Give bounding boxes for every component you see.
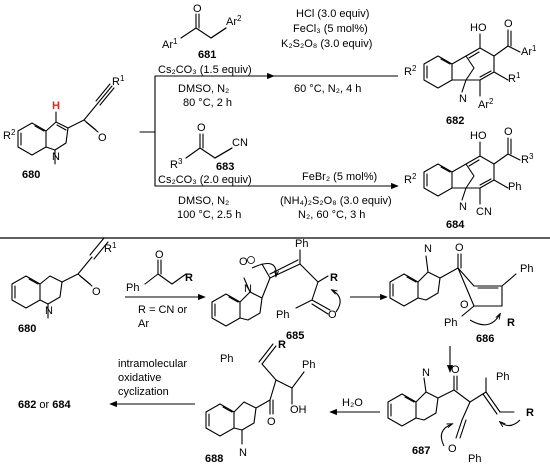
condition-top-solvent: DMSO, N₂ — [178, 83, 229, 95]
condition-bottom-solvent: DMSO, N₂ — [178, 195, 229, 207]
o-atom-685: O — [328, 309, 337, 321]
ar2-label-681: Ar2 — [226, 14, 242, 28]
reagent-681: O Ar1 Ar2 681 — [162, 3, 242, 61]
ph-label-686b: Ph — [444, 317, 457, 329]
reagent-683: O R3 CN 683 — [170, 122, 248, 173]
r3-label-684: R3 — [521, 152, 534, 166]
o-atom-688: O — [267, 416, 276, 428]
n-atom-688: N — [239, 447, 247, 459]
compound-number-684: 684 — [446, 219, 465, 231]
o-atom-684: O — [504, 126, 513, 138]
ph-label-685b: Ph — [276, 309, 289, 321]
ph-label-688a: Ph — [220, 353, 233, 365]
r2-label-684: R2 — [404, 172, 417, 186]
r1-label-680m: R1 — [104, 241, 117, 255]
compound-number-682: 682 — [446, 115, 464, 127]
ph-label-687a: Ph — [496, 371, 509, 383]
condition-top-r4: 60 °C, N₂, 4 h — [294, 83, 361, 95]
final-products: 682 or 684 — [18, 399, 72, 411]
n-atom-684: N — [459, 201, 467, 213]
ph-label-686a: Ph — [520, 263, 533, 275]
compound-number-681: 681 — [198, 49, 216, 61]
compound-688: O Ph Ph OH R N 688 — [205, 339, 315, 465]
n-atom-682: N — [459, 93, 467, 105]
n-atom-685: N — [244, 283, 252, 295]
ph-label-687b: Ph — [468, 453, 481, 465]
compound-685: O Ph Ph R O N 685 — [211, 238, 341, 342]
oh-label-682: HO — [470, 22, 487, 34]
o-minus-label-685: O — [239, 256, 248, 268]
condition-bottom-base: Cs₂CO₃ (2.0 equiv) — [158, 174, 252, 186]
o-atom-683: O — [197, 122, 206, 134]
condition-top-base: Cs₂CO₃ (1.5 equiv) — [158, 64, 252, 76]
r-label-687: R — [526, 407, 534, 419]
r1-label-682: R1 — [508, 71, 521, 85]
o-atom-reagent: O — [155, 249, 164, 261]
ar2-label-682: Ar2 — [478, 97, 494, 111]
condition-top-r1: HCl (3.0 equiv) — [296, 8, 369, 20]
r-label-688: R — [278, 339, 286, 351]
compound-number-680m: 680 — [18, 323, 36, 335]
compound-number-687: 687 — [412, 445, 430, 457]
n-atom-686: N — [424, 243, 432, 255]
cyclization-text-1: intramolecular — [118, 358, 187, 370]
cyclization-text-3: cyclization — [118, 386, 169, 398]
ph-label-685a: Ph — [295, 238, 308, 250]
r-definition-1: R = CN or — [138, 304, 188, 316]
o-atom-682: O — [504, 18, 513, 30]
reagent-mech: O Ph R — [126, 249, 193, 294]
o-atom-687b: O — [448, 443, 457, 455]
ar1-label-682: Ar1 — [521, 44, 537, 58]
ar1-label-681: Ar1 — [162, 37, 178, 51]
o-atom-681: O — [193, 3, 202, 15]
compound-number-686: 686 — [476, 333, 494, 345]
n-atom-label: N — [52, 151, 60, 163]
compound-686: O Ph O Ph R N 686 — [389, 242, 533, 345]
r3-label-683: R3 — [170, 157, 183, 171]
compound-682: HO O Ar1 R1 Ar2 N R2 682 — [404, 18, 537, 127]
r-label-reagent: R — [185, 272, 193, 284]
cyclization-text-2: oxidative — [118, 372, 161, 384]
o-atom-686: O — [455, 242, 464, 254]
ph-label-684: Ph — [508, 181, 521, 193]
oh-label-686: O — [460, 299, 469, 311]
oh-label-688: OH — [290, 404, 307, 416]
compound-680-top: H N O R1 R2 680 — [3, 74, 125, 181]
compound-number-688: 688 — [205, 453, 223, 465]
cn-label-684: CN — [476, 206, 492, 218]
condition-bottom-temp: 100 °C, 2.5 h — [177, 209, 241, 221]
r-label-685: R — [330, 272, 338, 284]
highlight-h-label: H — [52, 100, 60, 112]
r-definition-2: Ar — [138, 318, 149, 330]
n-atom-680m: N — [45, 305, 53, 317]
branch-bracket — [139, 75, 156, 187]
r1-label: R1 — [112, 74, 125, 88]
compound-number-685: 685 — [286, 330, 304, 342]
cn-label-683: CN — [232, 137, 248, 149]
r-label-686: R — [507, 317, 515, 329]
o-atom-label: O — [98, 132, 107, 144]
compound-number-680: 680 — [22, 169, 40, 181]
condition-top-r3: K₂S₂O₈ (3.0 equiv) — [281, 38, 372, 50]
o-atom-687a: O — [451, 364, 460, 376]
o-atom-680m: O — [92, 286, 101, 298]
compound-680-mech: N O R1 680 — [11, 237, 117, 335]
condition-top-temp: 80 °C, 2 h — [183, 97, 232, 109]
ph-label-688b: Ph — [302, 359, 315, 371]
condition-top-r2: FeCl₃ (5 mol%) — [293, 23, 368, 35]
oh-label-684: HO — [470, 130, 487, 142]
condition-bottom-r2: (NH₄)₂S₂O₈ (3.0 equiv) — [280, 195, 392, 207]
water-label: H₂O — [342, 397, 363, 409]
ph-label-reagent: Ph — [126, 282, 139, 294]
compound-number-683: 683 — [216, 161, 234, 173]
r2-label-682: R2 — [404, 64, 417, 78]
n-atom-687: N — [422, 367, 430, 379]
compound-687: Ph O O Ph R N 687 — [387, 364, 534, 465]
r2-label: R2 — [3, 128, 16, 142]
compound-684: HO O R3 Ph CN N R2 684 — [404, 126, 534, 231]
condition-bottom-r1: FeBr₂ (5 mol%) — [302, 171, 377, 183]
condition-bottom-r3: N₂, 60 °C, 3 h — [298, 209, 365, 221]
